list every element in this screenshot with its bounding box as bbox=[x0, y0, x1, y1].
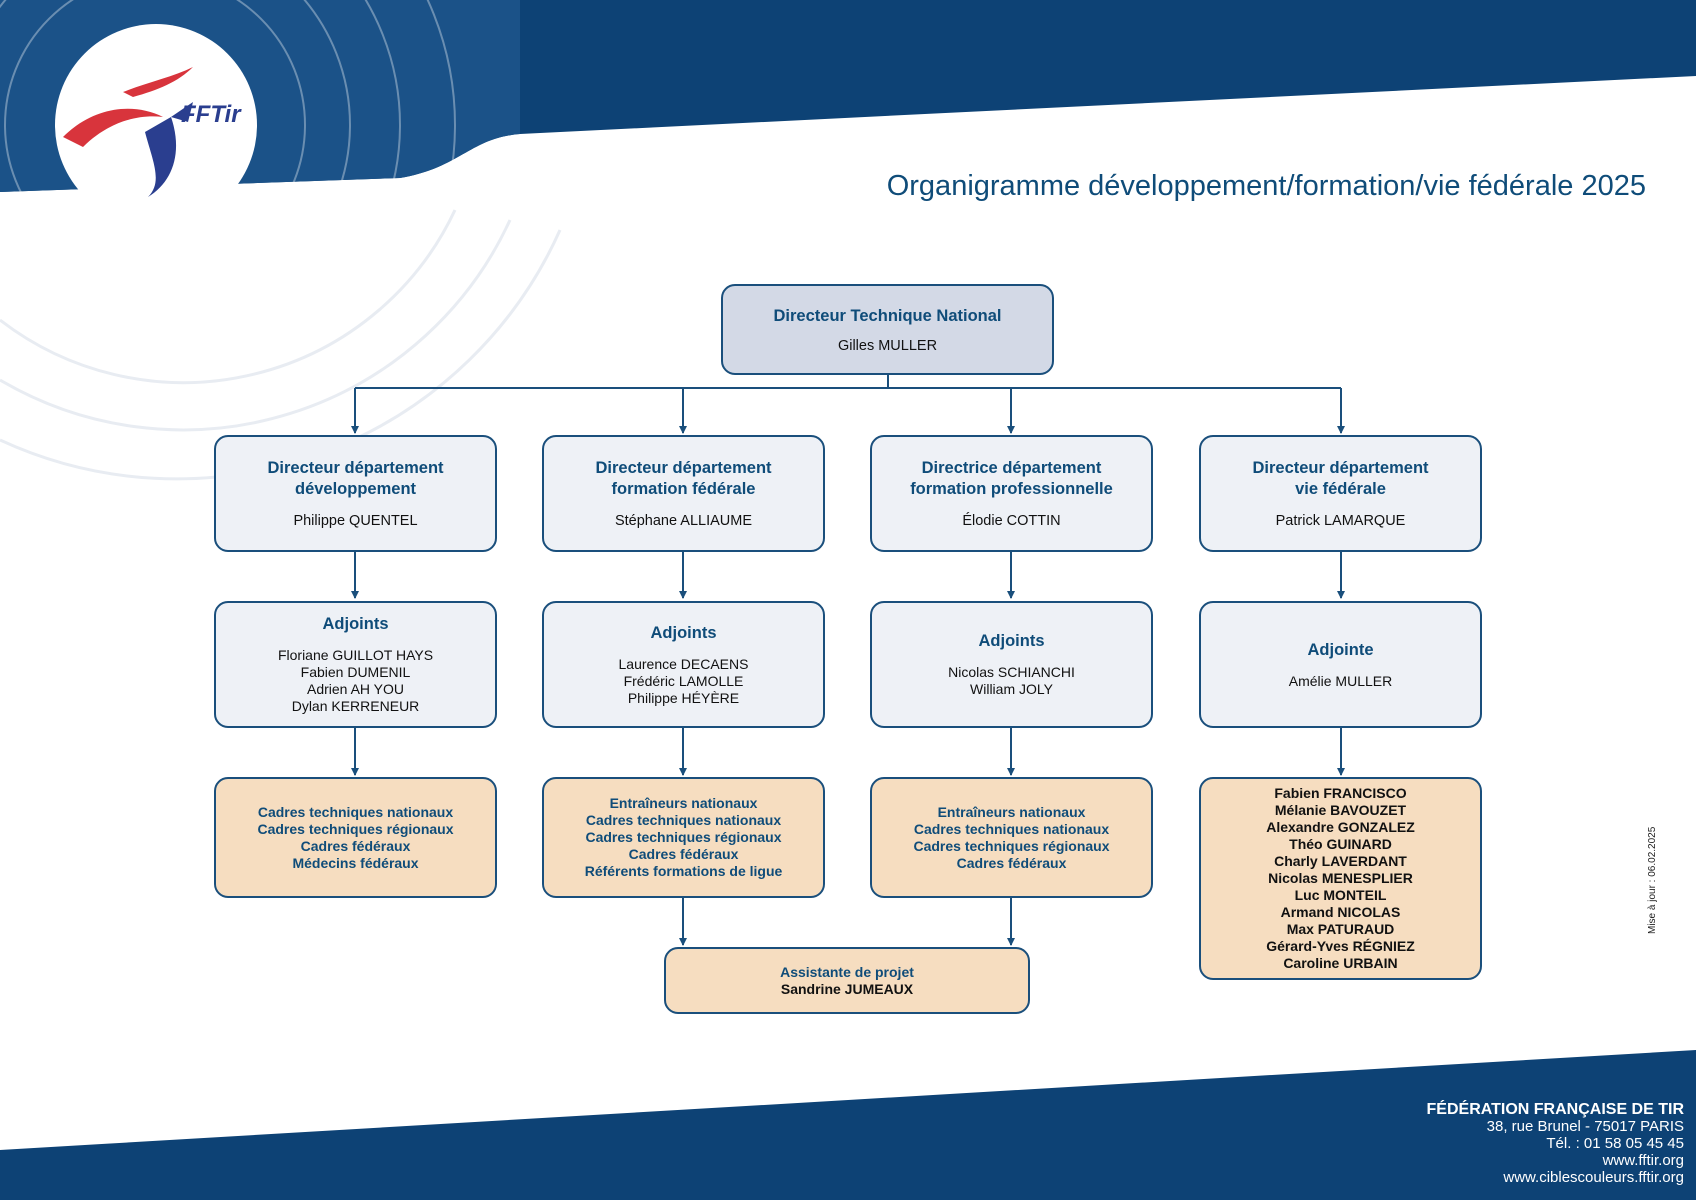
list-item: Philippe HÉYÈRE bbox=[627, 689, 740, 706]
director-role: Directeur département formation fédérale bbox=[595, 459, 772, 498]
list-item: Mélanie BAVOUZET bbox=[1274, 802, 1407, 818]
page-title: Organigramme développement/formation/vie… bbox=[886, 170, 1646, 202]
list-item: Entraîneurs nationaux bbox=[609, 795, 758, 811]
dtn-role: Directeur Technique National bbox=[773, 306, 1002, 325]
director-role: Directeur département vie fédérale bbox=[1252, 459, 1429, 498]
director-name: Philippe QUENTEL bbox=[293, 513, 418, 529]
director-name: Patrick LAMARQUE bbox=[1275, 513, 1406, 529]
list-item: Caroline URBAIN bbox=[1283, 955, 1398, 971]
list-item: Référents formations de ligue bbox=[584, 863, 783, 879]
adjoints-list: Nicolas SCHIANCHI William JOLY bbox=[948, 664, 1075, 698]
functions-list: Cadres techniques nationaux Cadres techn… bbox=[257, 804, 453, 872]
list-item: Médecins fédéraux bbox=[292, 854, 419, 871]
adjoints-label: Adjoints bbox=[650, 623, 717, 642]
adjoints-label: Adjoints bbox=[978, 632, 1045, 650]
list-item: Fabien DUMENIL bbox=[300, 664, 411, 680]
director-role: Directeur département développement bbox=[267, 459, 444, 498]
director-name: Stéphane ALLIAUME bbox=[614, 513, 753, 529]
list-item: Cadres fédéraux bbox=[300, 837, 411, 854]
director-box-developpement: Directeur département développement Phil… bbox=[214, 435, 497, 552]
list-item: Dylan KERRENEUR bbox=[291, 698, 420, 714]
footer-website-2[interactable]: www.ciblescouleurs.fftir.org bbox=[1503, 1169, 1684, 1186]
director-box-formation-professionnelle: Directrice département formation profess… bbox=[870, 435, 1153, 552]
assistant-box: Assistante de projet Sandrine JUMEAUX bbox=[664, 947, 1030, 1014]
footer-phone: Tél. : 01 58 05 45 45 bbox=[1546, 1135, 1684, 1152]
director-role: Directrice département formation profess… bbox=[910, 459, 1113, 498]
adjoints-box-formation-professionnelle: Adjoints Nicolas SCHIANCHI William JOLY bbox=[870, 601, 1153, 728]
list-item: William JOLY bbox=[970, 681, 1053, 697]
list-item: Nicolas MENESPLIER bbox=[1268, 870, 1413, 886]
list-item: Amélie MULLER bbox=[1288, 672, 1393, 689]
list-item: Fabien FRANCISCO bbox=[1274, 785, 1407, 801]
assistant-name: Sandrine JUMEAUX bbox=[780, 980, 914, 997]
list-item: Floriane GUILLOT HAYS bbox=[277, 647, 434, 663]
list-item: Alexandre GONZALEZ bbox=[1266, 819, 1415, 835]
list-item: Laurence DECAENS bbox=[618, 655, 749, 672]
list-item: Cadres techniques nationaux bbox=[585, 812, 782, 828]
footer-address: 38, rue Brunel - 75017 PARIS bbox=[1486, 1118, 1684, 1135]
list-item: Armand NICOLAS bbox=[1280, 904, 1401, 920]
update-note: Mise à jour : 06.02.2025 bbox=[1647, 826, 1658, 934]
director-box-vie-federale: Directeur département vie fédérale Patri… bbox=[1199, 435, 1482, 552]
functions-list: Entraîneurs nationaux Cadres techniques … bbox=[585, 795, 783, 880]
functions-box-formation-federale: Entraîneurs nationaux Cadres techniques … bbox=[542, 777, 825, 898]
list-item: Max PATURAUD bbox=[1286, 921, 1395, 937]
functions-box-vie-federale: Fabien FRANCISCO Mélanie BAVOUZET Alexan… bbox=[1199, 777, 1482, 980]
adjoints-label: Adjoints bbox=[322, 615, 389, 633]
list-item: Cadres techniques nationaux bbox=[257, 803, 454, 820]
list-item: Cadres techniques nationaux bbox=[913, 820, 1110, 837]
list-item: Cadres techniques régionaux bbox=[257, 820, 454, 837]
list-item: Luc MONTEIL bbox=[1294, 887, 1387, 903]
fftir-logo: FFTir bbox=[53, 22, 259, 228]
list-item: Nicolas SCHIANCHI bbox=[948, 664, 1075, 680]
list-item: Cadres techniques régionaux bbox=[585, 829, 782, 845]
dtn-box: Directeur Technique National Gilles MULL… bbox=[721, 284, 1054, 375]
functions-box-formation-professionnelle: Entraîneurs nationaux Cadres techniques … bbox=[870, 777, 1153, 898]
list-item: Gérard-Yves RÉGNIEZ bbox=[1266, 938, 1415, 954]
footer-website[interactable]: www.fftir.org bbox=[1602, 1152, 1684, 1169]
functions-list: Entraîneurs nationaux Cadres techniques … bbox=[913, 804, 1109, 872]
adjoints-list: Laurence DECAENS Frédéric LAMOLLE Philip… bbox=[619, 656, 749, 707]
list-item: Cadres fédéraux bbox=[628, 846, 739, 862]
list-item: Adrien AH YOU bbox=[306, 681, 404, 697]
people-list: Fabien FRANCISCO Mélanie BAVOUZET Alexan… bbox=[1266, 785, 1415, 972]
adjoints-list: Amélie MULLER bbox=[1289, 673, 1392, 690]
adjoints-label: Adjointe bbox=[1307, 640, 1374, 659]
adjoints-list: Floriane GUILLOT HAYS Fabien DUMENIL Adr… bbox=[278, 647, 433, 715]
logo-text: FFTir bbox=[181, 101, 242, 128]
footer-federation: FÉDÉRATION FRANÇAISE DE TIR bbox=[1426, 1101, 1684, 1118]
director-name: Élodie COTTIN bbox=[962, 513, 1061, 529]
dtn-name: Gilles MULLER bbox=[837, 337, 938, 354]
footer-contact: FÉDÉRATION FRANÇAISE DE TIR 38, rue Brun… bbox=[1427, 1101, 1684, 1186]
assistant-role: Assistante de projet bbox=[780, 963, 914, 980]
list-item: Charly LAVERDANT bbox=[1274, 853, 1407, 869]
list-item: Frédéric LAMOLLE bbox=[623, 672, 744, 689]
list-item: Théo GUINARD bbox=[1289, 836, 1392, 852]
adjoints-box-formation-federale: Adjoints Laurence DECAENS Frédéric LAMOL… bbox=[542, 601, 825, 728]
adjoints-box-developpement: Adjoints Floriane GUILLOT HAYS Fabien DU… bbox=[214, 601, 497, 728]
adjoints-box-vie-federale: Adjointe Amélie MULLER bbox=[1199, 601, 1482, 728]
director-box-formation-federale: Directeur département formation fédérale… bbox=[542, 435, 825, 552]
functions-box-developpement: Cadres techniques nationaux Cadres techn… bbox=[214, 777, 497, 898]
list-item: Cadres fédéraux bbox=[956, 854, 1067, 871]
list-item: Cadres techniques régionaux bbox=[913, 837, 1110, 854]
list-item: Entraîneurs nationaux bbox=[937, 803, 1086, 820]
